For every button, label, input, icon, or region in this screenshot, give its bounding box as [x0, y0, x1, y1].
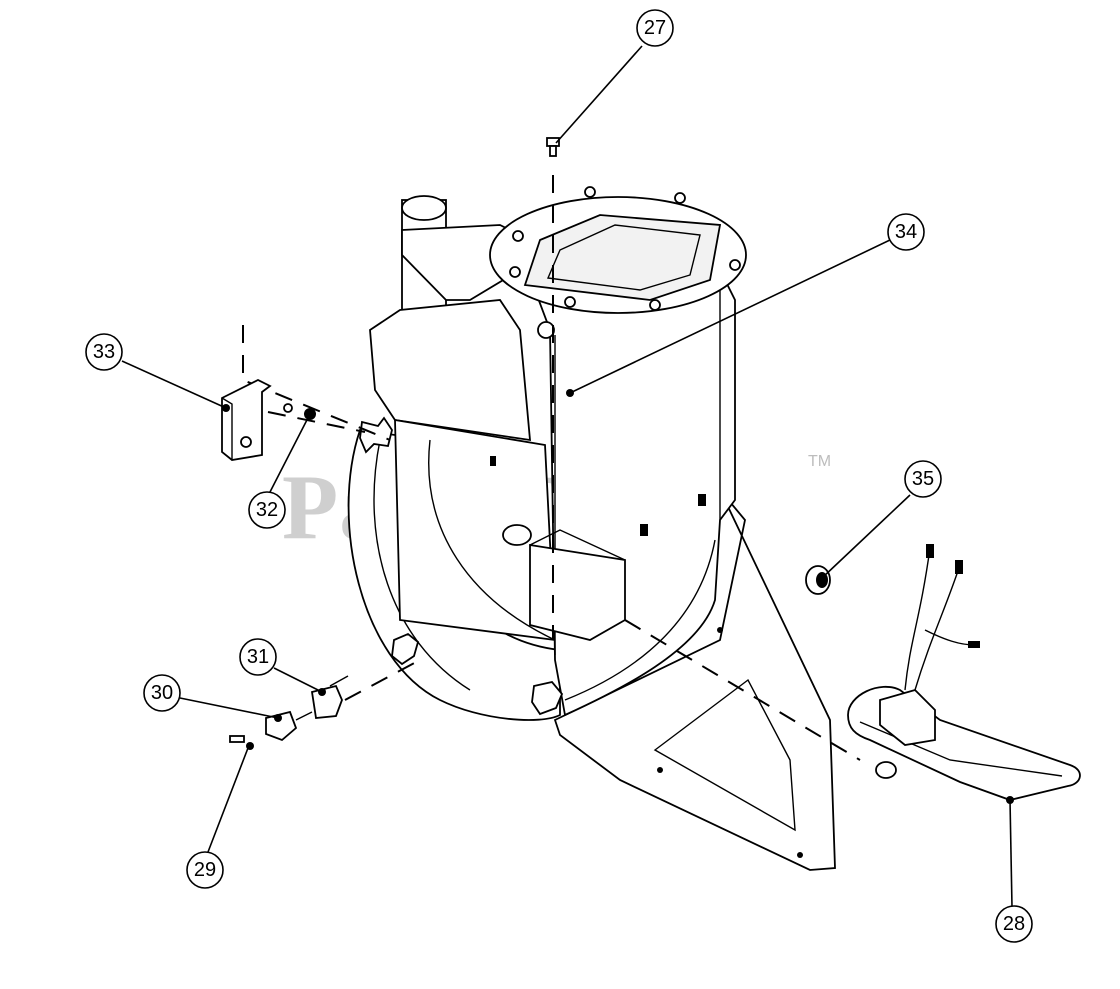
latch-block — [529, 543, 626, 641]
cable-connector — [926, 544, 934, 558]
callout-27[interactable]: 27 — [636, 9, 674, 47]
nut — [283, 403, 293, 413]
plate-hole — [717, 627, 723, 633]
leader-32 — [269, 413, 311, 493]
watermark-trademark: TM — [808, 453, 831, 470]
top-flange-inner — [546, 224, 701, 291]
callout-34-label: 34 — [895, 221, 917, 243]
plate-hole — [797, 852, 803, 858]
bracket-body — [221, 378, 272, 461]
callout-28-label: 28 — [1003, 913, 1025, 935]
screw — [229, 735, 245, 743]
assembly-line — [344, 659, 421, 701]
leader-30 — [179, 697, 279, 719]
part-31-fitting — [310, 675, 349, 719]
part-35-grommet — [805, 565, 831, 595]
part-33-bracket — [221, 378, 272, 461]
callout-30[interactable]: 30 — [143, 674, 181, 712]
leader-27 — [555, 45, 643, 144]
upright-post-top — [401, 195, 447, 221]
flange-bolt — [564, 296, 576, 308]
assembly-line — [242, 325, 391, 441]
part-27-bolt — [546, 137, 560, 157]
leader-lines — [121, 45, 1014, 908]
part-29-screw — [229, 735, 254, 750]
callout-29[interactable]: 29 — [186, 851, 224, 889]
leader-29 — [207, 747, 249, 853]
chute-front-curve — [564, 539, 716, 701]
flange-lug — [537, 321, 555, 339]
star-knob — [531, 681, 564, 716]
leader-33 — [121, 360, 227, 409]
leader-dot — [222, 404, 230, 412]
leader-dot — [274, 714, 282, 722]
blower-housing — [347, 186, 836, 871]
assembly-line — [267, 411, 366, 433]
leader-28 — [1009, 799, 1013, 908]
mounting-plate-cutout — [653, 678, 796, 832]
leader-dot — [318, 688, 326, 696]
leader-35 — [821, 494, 911, 579]
latch-block-face — [529, 529, 626, 561]
bracket-fold — [221, 397, 233, 460]
bolt-shank — [549, 145, 557, 157]
bracket-hole — [240, 436, 252, 448]
star-knob — [359, 416, 393, 454]
stud — [698, 494, 706, 506]
flange-bolt — [512, 230, 524, 242]
callout-30-label: 30 — [151, 682, 173, 704]
callout-34[interactable]: 34 — [887, 213, 925, 251]
mounting-plate — [553, 489, 836, 871]
callout-35-label: 35 — [912, 468, 934, 490]
callout-28[interactable]: 28 — [995, 905, 1033, 943]
handle-rod-inner — [859, 721, 1063, 777]
cable — [904, 547, 931, 691]
part-28-handle — [847, 544, 1081, 801]
callout-29-label: 29 — [194, 859, 216, 881]
leader-34 — [569, 239, 891, 394]
callout-33-label: 33 — [93, 341, 115, 363]
handle-knob — [875, 761, 897, 779]
callout-31-label: 31 — [247, 646, 269, 668]
callout-33[interactable]: 33 — [85, 333, 123, 371]
flange-bolt — [584, 186, 596, 198]
top-flange-opening — [523, 214, 722, 301]
fitting-stem — [295, 711, 313, 721]
callout-32-label: 32 — [256, 499, 278, 521]
cable-connector — [968, 641, 980, 648]
flange-bolt — [729, 259, 741, 271]
fitting-body — [265, 710, 298, 742]
callouts: 27 28 29 30 31 32 33 34 — [85, 9, 1033, 943]
fitting-stem — [329, 675, 349, 687]
cable — [914, 564, 961, 691]
cable-connector — [955, 560, 963, 574]
star-knob — [391, 632, 420, 666]
leader-dot — [566, 389, 574, 397]
fitting-body — [310, 684, 343, 719]
housing-upper-body — [369, 299, 531, 442]
callout-32[interactable]: 32 — [248, 491, 286, 529]
part-30-fitting — [265, 710, 313, 742]
callout-31[interactable]: 31 — [239, 638, 277, 676]
callout-27-label: 27 — [644, 17, 666, 39]
assembly-line — [624, 619, 861, 761]
stud — [490, 456, 496, 466]
leader-31 — [273, 667, 323, 693]
housing-inner-rim — [373, 439, 471, 691]
flange-bolt — [674, 192, 686, 204]
callout-35[interactable]: 35 — [904, 460, 942, 498]
flange-bolt — [509, 266, 521, 278]
plate-hole — [657, 767, 663, 773]
stud — [640, 524, 648, 536]
latch-knob — [502, 524, 532, 546]
assembly-lines — [242, 175, 861, 761]
leader-dot — [1006, 796, 1014, 804]
flange-bolt — [649, 299, 661, 311]
housing-interior-curve — [428, 439, 556, 641]
